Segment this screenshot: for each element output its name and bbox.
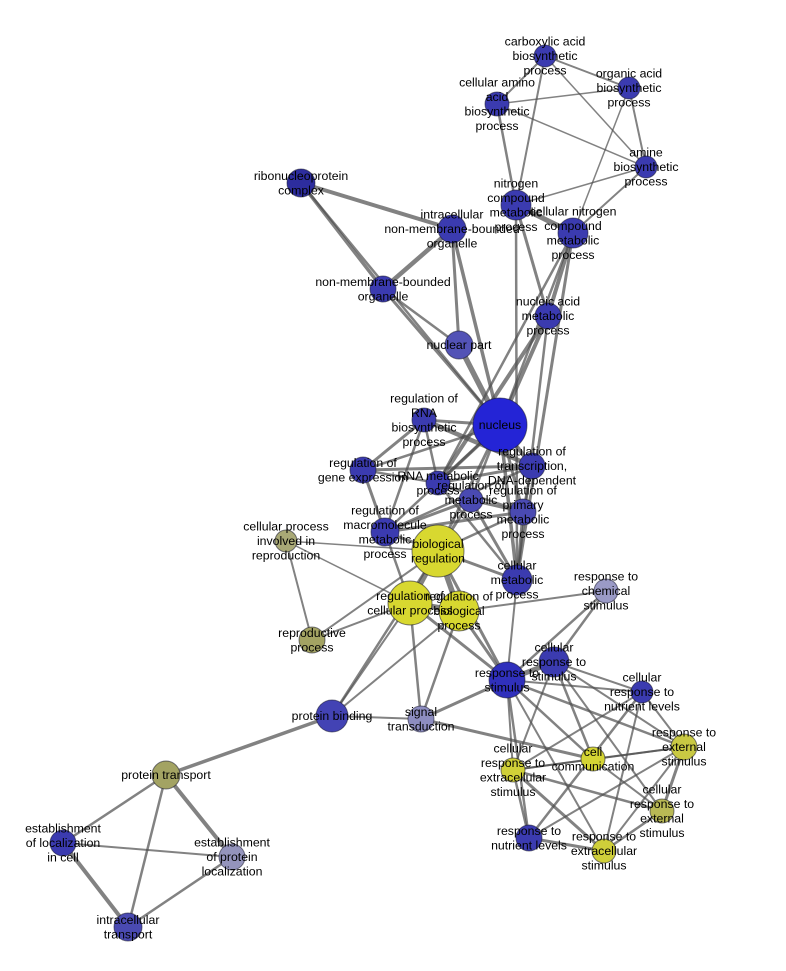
edge-cellular-response-to-stimulus--cell-communication [552, 660, 595, 761]
node-protein-transport[interactable] [151, 760, 181, 790]
edge-organic-acid-biosynthetic-process--amine-biosynthetic-process [628, 87, 647, 168]
node-nuclear-part[interactable] [444, 330, 474, 360]
edge-rna-metabolic-process--cellular-metabolic-process [436, 481, 519, 582]
node-cellular-nitrogen-compound-metabolic-process[interactable] [557, 217, 589, 249]
edge-regulation-of-biological-process--response-to-chemical-stimulus [458, 590, 607, 612]
edge-cellular-nitrogen-compound-metabolic-process--rna-metabolic-process [436, 231, 575, 485]
node-intracellular-non-membrane-bounded-organelle[interactable] [437, 214, 467, 244]
edge-response-to-stimulus--cellular-response-to-nutrient-levels [506, 679, 643, 693]
node-non-membrane-bounded-organelle[interactable] [369, 275, 397, 303]
node-layer [49, 44, 698, 942]
node-regulation-of-biological-process[interactable] [438, 590, 480, 632]
edge-protein-binding--protein-transport [164, 714, 334, 777]
edge-protein-transport--establishment-of-protein-localization [164, 773, 234, 859]
node-cellular-response-to-nutrient-levels[interactable] [630, 680, 654, 704]
node-cellular-response-to-stimulus[interactable] [538, 646, 570, 678]
node-ribonucleoprotein-complex[interactable] [286, 168, 316, 198]
node-establishment-of-localization-in-cell[interactable] [49, 829, 77, 857]
node-establishment-of-protein-localization[interactable] [218, 843, 246, 871]
edge-cellular-response-to-extracellular-stimulus--cellular-response-to-external-stimulus [511, 768, 664, 813]
node-regulation-of-primary-metabolic-process[interactable] [509, 498, 537, 526]
edge-carboxylic-acid-biosynthetic-process--nitrogen-compound-metabolic-process [515, 55, 546, 206]
node-cellular-metabolic-process[interactable] [501, 564, 533, 596]
node-regulation-of-metabolic-process[interactable] [458, 487, 484, 513]
edge-establishment-of-localization-in-cell--intracellular-transport [61, 841, 130, 929]
node-regulation-of-rna-biosynthetic-process[interactable] [411, 407, 437, 433]
edge-regulation-of-macromolecule-metabolic-process--regulation-of-metabolic-process [383, 498, 473, 534]
node-signal-transduction[interactable] [407, 705, 435, 733]
node-response-to-chemical-stimulus[interactable] [593, 578, 619, 604]
edge-cellular-response-to-stimulus--cellular-response-to-extracellular-stimulus [512, 661, 555, 771]
node-nucleic-acid-metabolic-process[interactable] [534, 302, 562, 330]
edge-cellular-amino-acid-biosynthetic-process--amine-biosynthetic-process [496, 103, 647, 168]
edge-establishment-of-protein-localization--intracellular-transport [126, 855, 234, 929]
edge-amine-biosynthetic-process--cellular-nitrogen-compound-metabolic-process [572, 166, 647, 234]
node-regulation-of-gene-expression[interactable] [349, 456, 377, 484]
edge-non-membrane-bounded-organelle--nuclear-part [381, 287, 461, 347]
node-nucleus[interactable] [472, 397, 528, 453]
edge-protein-binding--regulation-of-cellular-process [331, 602, 411, 717]
edge-organic-acid-biosynthetic-process--cellular-nitrogen-compound-metabolic-process [572, 87, 630, 234]
node-biological-regulation[interactable] [411, 524, 465, 578]
edge-cellular-process-involved-in-reproduction--reproductive-process [285, 540, 313, 641]
edge-layer [61, 55, 686, 929]
node-cellular-response-to-external-stimulus[interactable] [649, 798, 675, 824]
node-organic-acid-biosynthetic-process[interactable] [617, 76, 641, 100]
edge-protein-transport--intracellular-transport [126, 773, 168, 929]
node-response-to-external-stimulus[interactable] [670, 733, 698, 761]
edge-response-to-external-stimulus--response-to-extracellular-stimulus [603, 746, 685, 852]
edge-intracellular-non-membrane-bounded-organelle--nucleus [450, 227, 502, 427]
edge-cellular-amino-acid-biosynthetic-process--nitrogen-compound-metabolic-process [495, 102, 518, 207]
edge-response-to-stimulus--response-to-extracellular-stimulus [506, 679, 605, 852]
node-cell-communication[interactable] [580, 746, 606, 772]
edge-protein-transport--establishment-of-localization-in-cell [61, 773, 168, 845]
edge-intracellular-non-membrane-bounded-organelle--nuclear-part [450, 227, 461, 347]
edge-response-to-stimulus--response-to-external-stimulus [505, 678, 686, 749]
edge-organic-acid-biosynthetic-process--cellular-amino-acid-biosynthetic-process [496, 87, 630, 105]
node-intracellular-transport[interactable] [113, 912, 143, 942]
edge-response-to-external-stimulus--response-to-nutrient-levels [528, 746, 685, 839]
node-reproductive-process[interactable] [298, 626, 326, 654]
edge-intracellular-non-membrane-bounded-organelle--non-membrane-bounded-organelle [380, 226, 455, 292]
node-cellular-amino-acid-biosynthetic-process[interactable] [484, 91, 510, 117]
node-nitrogen-compound-metabolic-process[interactable] [500, 189, 532, 221]
edge-cellular-response-to-nutrient-levels--response-to-extracellular-stimulus [603, 691, 643, 852]
edge-protein-binding--biological-regulation [330, 549, 440, 718]
node-rna-metabolic-process[interactable] [425, 470, 451, 496]
node-cellular-process-involved-in-reproduction[interactable] [274, 529, 298, 553]
edge-protein-binding--regulation-of-biological-process [331, 610, 460, 717]
node-protein-binding[interactable] [315, 699, 349, 733]
node-amine-biosynthetic-process[interactable] [634, 155, 658, 179]
edge-cellular-response-to-stimulus--response-to-external-stimulus [553, 661, 685, 748]
edge-regulation-of-transcription-dna-dependent--regulation-of-gene-expression [361, 464, 534, 472]
node-response-to-stimulus[interactable] [488, 661, 526, 699]
edge-ribonucleoprotein-complex--intracellular-non-membrane-bounded-organelle [299, 181, 454, 231]
edge-regulation-of-transcription-dna-dependent--rna-metabolic-process [436, 464, 534, 485]
edge-regulation-of-primary-metabolic-process--regulation-of-macromolecule-metabolic-process [383, 510, 525, 534]
edge-regulation-of-transcription-dna-dependent--regulation-of-macromolecule-metabolic-process [383, 464, 534, 534]
edge-cellular-response-to-extracellular-stimulus--response-to-extracellular-stimulus [511, 768, 606, 853]
edge-non-membrane-bounded-organelle--nucleus [381, 287, 502, 427]
node-response-to-nutrient-levels[interactable] [515, 824, 543, 852]
edge-cellular-process-involved-in-reproduction--regulation-of-cellular-process [285, 540, 411, 604]
edge-response-to-chemical-stimulus--response-to-stimulus [505, 589, 608, 682]
node-cellular-response-to-extracellular-stimulus[interactable] [500, 757, 526, 783]
edge-carboxylic-acid-biosynthetic-process--amine-biosynthetic-process [544, 55, 647, 168]
edge-nitrogen-compound-metabolic-process--nucleic-acid-metabolic-process [514, 203, 550, 318]
edge-carboxylic-acid-biosynthetic-process--organic-acid-biosynthetic-process [544, 55, 630, 89]
edge-amine-biosynthetic-process--nitrogen-compound-metabolic-process [515, 166, 647, 206]
edge-cell-communication--signal-transduction [419, 717, 595, 761]
edge-response-to-stimulus--cell-communication [505, 678, 595, 761]
edge-regulation-of-rna-biosynthetic-process--regulation-of-transcription-dna-dependent [421, 417, 535, 469]
edge-cellular-response-to-nutrient-levels--cellular-response-to-extracellular-stimulus [512, 691, 643, 771]
node-regulation-of-cellular-process[interactable] [387, 580, 433, 626]
node-response-to-extracellular-stimulus[interactable] [591, 838, 617, 864]
node-regulation-of-transcription-dna-dependent[interactable] [518, 452, 546, 480]
node-regulation-of-macromolecule-metabolic-process[interactable] [370, 517, 400, 547]
edge-establishment-of-localization-in-cell--establishment-of-protein-localization [62, 842, 233, 858]
node-carboxylic-acid-biosynthetic-process[interactable] [533, 44, 557, 68]
edge-cellular-response-to-extracellular-stimulus--cell-communication [512, 758, 594, 771]
edge-cell-communication--cellular-response-to-external-stimulus [592, 758, 663, 812]
